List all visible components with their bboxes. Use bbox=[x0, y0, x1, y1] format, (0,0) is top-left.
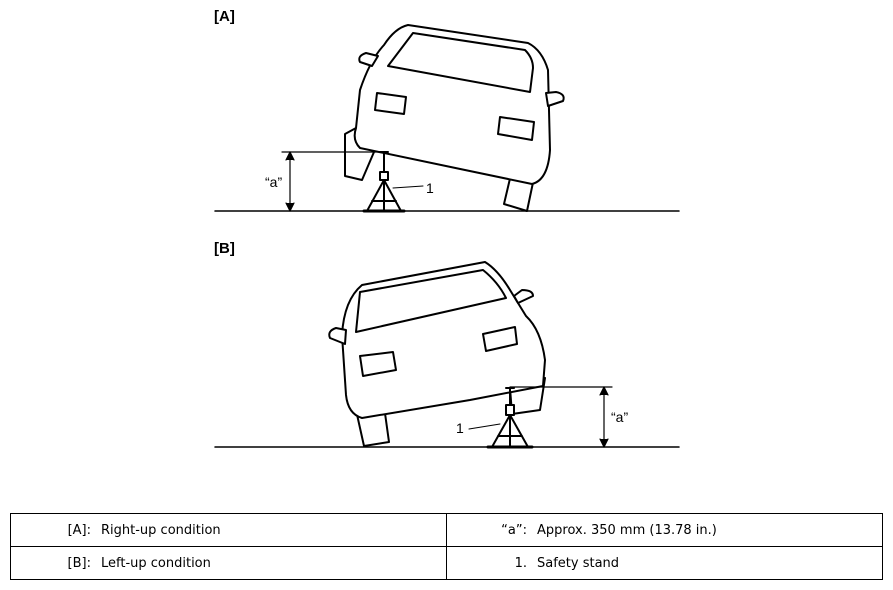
legend-cell: [B]: Left-up condition bbox=[10, 546, 447, 580]
panel-b: [B] bbox=[214, 240, 680, 449]
callout-number-b: 1 bbox=[456, 420, 464, 436]
dimension-b bbox=[509, 386, 613, 448]
legend-value: Left-up condition bbox=[101, 555, 211, 571]
legend-key: 1. bbox=[514, 555, 527, 571]
legend-cell: [A]: Right-up condition bbox=[10, 513, 447, 547]
callout-number-a: 1 bbox=[426, 180, 434, 196]
car-a bbox=[344, 24, 565, 212]
legend-value: Approx. 350 mm (13.78 in.) bbox=[537, 522, 717, 538]
panel-a-label: [A] bbox=[214, 8, 235, 25]
legend-value: Right-up condition bbox=[101, 522, 221, 538]
legend-key: [A]: bbox=[67, 522, 91, 538]
callout-leader-b bbox=[468, 423, 501, 430]
dimension-b-label: “a” bbox=[611, 409, 628, 425]
dimension-a-label: “a” bbox=[265, 174, 282, 190]
panel-b-label: [B] bbox=[214, 240, 235, 257]
safety-stand-b bbox=[486, 387, 534, 449]
legend-cell: 1. Safety stand bbox=[446, 546, 883, 580]
legend-row: [B]: Left-up condition 1. Safety stand bbox=[10, 546, 883, 580]
dimension-a bbox=[281, 151, 385, 212]
legend-value: Safety stand bbox=[537, 555, 620, 571]
panel-a: [A] bbox=[214, 8, 680, 213]
callout-leader-a bbox=[392, 185, 424, 189]
legend-key: [B]: bbox=[67, 555, 91, 571]
legend-row: [A]: Right-up condition “a”: Approx. 350… bbox=[10, 513, 883, 547]
jack-up-diagram: [A] bbox=[214, 8, 680, 449]
legend-cell: “a”: Approx. 350 mm (13.78 in.) bbox=[446, 513, 883, 547]
legend-table: [A]: Right-up condition “a”: Approx. 350… bbox=[10, 513, 883, 580]
legend-key: “a”: bbox=[501, 522, 527, 538]
